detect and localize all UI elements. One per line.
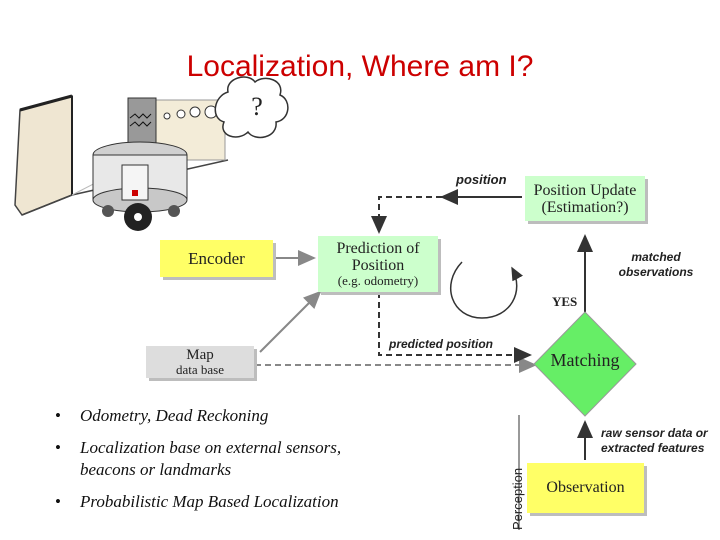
bullet-marker: • xyxy=(55,438,61,457)
matching-diamond xyxy=(533,311,637,417)
position-dashed-connector xyxy=(371,196,442,234)
bullet-item: • Odometry, Dead Reckoning xyxy=(55,405,475,427)
bullet-text-line2: beacons or landmarks xyxy=(80,460,232,479)
yes-label: YES xyxy=(552,294,578,309)
matched-line1: matched xyxy=(631,250,681,264)
bullet-item: • Localization base on external sensors,… xyxy=(55,437,475,481)
matched-observations-label: matched observations xyxy=(606,250,706,280)
cycle-arrow xyxy=(450,261,523,319)
map-line2: data base xyxy=(175,361,224,377)
raw-line1: raw sensor data or xyxy=(601,426,708,440)
bullet-marker: • xyxy=(55,406,61,425)
question-mark: ? xyxy=(251,92,263,121)
encoder-label: Encoder xyxy=(188,248,245,268)
position-update-box: Position Update (Estimation?) xyxy=(525,176,645,221)
robot-illustration xyxy=(14,94,229,231)
encoder-box: Encoder xyxy=(160,240,273,277)
matched-line2: observations xyxy=(618,265,694,279)
thought-bubble xyxy=(163,76,289,139)
bullet-item: • Probabilistic Map Based Localization xyxy=(55,491,475,513)
raw-sensor-data-label: raw sensor data or extracted features xyxy=(601,426,708,456)
prediction-line2: Position xyxy=(351,257,405,274)
bullet-list: • Odometry, Dead Reckoning • Localizatio… xyxy=(55,405,475,523)
bullet-text-line1: Localization base on external sensors, xyxy=(80,438,342,457)
position-update-line1: Position Update xyxy=(533,181,637,199)
prediction-line1: Prediction of xyxy=(336,240,420,257)
map-arrow xyxy=(259,290,322,353)
prediction-line3: (e.g. odometry) xyxy=(337,273,419,288)
map-database-box: Map data base xyxy=(146,346,254,378)
bullet-text-line1: Probabilistic Map Based Localization xyxy=(80,492,339,511)
bullet-marker: • xyxy=(55,492,61,511)
predicted-position-label: predicted position xyxy=(389,337,494,351)
raw-line2: extracted features xyxy=(601,441,705,455)
prediction-box: Prediction of Position (e.g. odometry) xyxy=(318,236,438,292)
observation-box: Observation xyxy=(527,463,644,513)
perception-label: Perception xyxy=(510,467,525,530)
map-line1: Map xyxy=(186,346,214,363)
observation-label: Observation xyxy=(546,479,625,496)
bullet-text-line1: Odometry, Dead Reckoning xyxy=(80,406,269,425)
matching-label: Matching xyxy=(550,350,620,370)
position-label: position xyxy=(456,172,507,187)
position-update-line2: (Estimation?) xyxy=(541,198,629,216)
predicted-position-connector xyxy=(378,292,532,363)
